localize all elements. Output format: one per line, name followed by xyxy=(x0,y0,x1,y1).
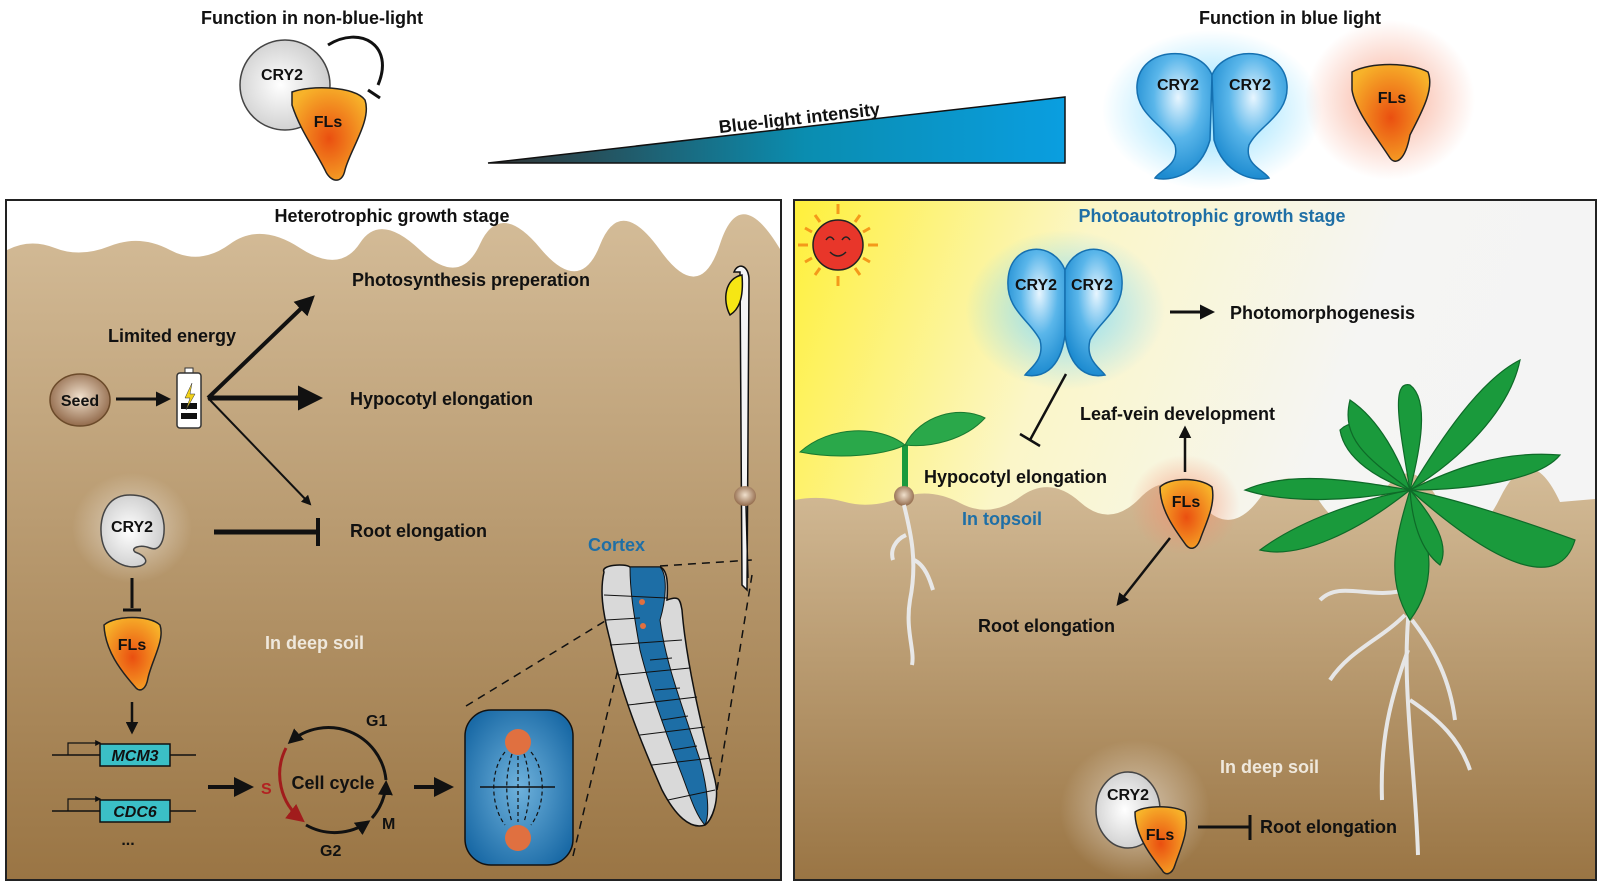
fls-protein-icon xyxy=(103,616,162,691)
blue-light-gradient: Blue-light intensity xyxy=(487,96,1066,164)
fls-protein-icon xyxy=(291,87,368,181)
leaf-vein-label: Leaf-vein development xyxy=(1080,404,1275,424)
fls-label: FLs xyxy=(1378,90,1407,107)
fls-label: FLs xyxy=(314,114,343,131)
limited-energy-label: Limited energy xyxy=(108,326,236,346)
sun-icon xyxy=(798,204,878,286)
photosynthesis-label: Photosynthesis preperation xyxy=(352,270,590,290)
phase-m: M xyxy=(382,816,395,833)
fls-protein-icon xyxy=(1351,63,1431,162)
cry2-dimer-icon xyxy=(1007,248,1123,377)
deep-soil-label: In deep soil xyxy=(1220,757,1319,777)
seed-label: Seed xyxy=(61,393,99,410)
mcm3-label: MCM3 xyxy=(111,748,158,765)
cell-cycle-label: Cell cycle xyxy=(291,773,374,793)
phase-g1: G1 xyxy=(366,713,387,730)
cry2-label-b: CRY2 xyxy=(1229,77,1271,94)
photoautotrophic-title: Photoautotrophic growth stage xyxy=(1079,206,1346,226)
root-cortex-illustration xyxy=(601,564,718,827)
more-genes-ellipsis: ... xyxy=(121,832,134,849)
cry2-protein-icon xyxy=(100,494,165,568)
battery-icon xyxy=(176,367,202,429)
inhibition-loop-icon xyxy=(327,35,384,86)
fls-label: FLs xyxy=(1172,494,1201,511)
cell-cycle-diagram xyxy=(278,726,393,836)
heterotrophic-title: Heterotrophic growth stage xyxy=(274,206,509,226)
cdc6-label: CDC6 xyxy=(113,804,157,821)
phase-g2: G2 xyxy=(320,843,341,860)
cry2-label-a: CRY2 xyxy=(1157,77,1199,94)
cry2-label-a: CRY2 xyxy=(1015,277,1057,294)
fls-label: FLs xyxy=(1146,827,1175,844)
fls-protein-icon xyxy=(1159,478,1214,550)
zoom-indicator-lines xyxy=(465,559,753,857)
seedling-icon xyxy=(798,411,986,666)
cry2-label: CRY2 xyxy=(111,519,153,536)
rosette-plant-icon xyxy=(1243,358,1576,856)
cry2-label: CRY2 xyxy=(1107,787,1149,804)
phase-s: S xyxy=(261,781,272,798)
root-topsoil-label: Root elongation xyxy=(978,616,1115,636)
intensity-triangle xyxy=(487,96,1066,164)
cortex-label: Cortex xyxy=(588,535,645,555)
heterotrophic-panel: Heterotrophic growth stage Seed Limited … xyxy=(5,199,782,881)
non-blue-light-section: Function in non-blue-light CRY2 FLs xyxy=(201,8,423,181)
hypocotyl-label: Hypocotyl elongation xyxy=(924,467,1107,487)
gene-cdc6: CDC6 xyxy=(52,796,196,823)
etiolated-seedling-icon xyxy=(725,265,756,592)
cry2-dimer-icon xyxy=(1136,53,1288,180)
cry2-label-b: CRY2 xyxy=(1071,277,1113,294)
cry2-label: CRY2 xyxy=(261,67,303,84)
fls-label: FLs xyxy=(118,637,147,654)
root-deep-label: Root elongation xyxy=(1260,817,1397,837)
deep-soil-label: In deep soil xyxy=(265,633,364,653)
blue-light-section: Function in blue light CRY2 CRY2 FLs xyxy=(1102,8,1475,190)
dividing-cell-icon xyxy=(464,709,574,866)
blue-light-title: Function in blue light xyxy=(1199,8,1381,28)
hypocotyl-label: Hypocotyl elongation xyxy=(350,389,533,409)
non-blue-light-title: Function in non-blue-light xyxy=(201,8,423,28)
root-label: Root elongation xyxy=(350,521,487,541)
gene-mcm3: MCM3 xyxy=(52,740,196,767)
seed-icon xyxy=(49,373,111,427)
photoautotrophic-panel: Photoautotrophic growth stage xyxy=(793,199,1597,881)
fls-protein-icon xyxy=(1134,806,1187,875)
photomorphogenesis-label: Photomorphogenesis xyxy=(1230,303,1415,323)
topsoil-label: In topsoil xyxy=(962,509,1042,529)
